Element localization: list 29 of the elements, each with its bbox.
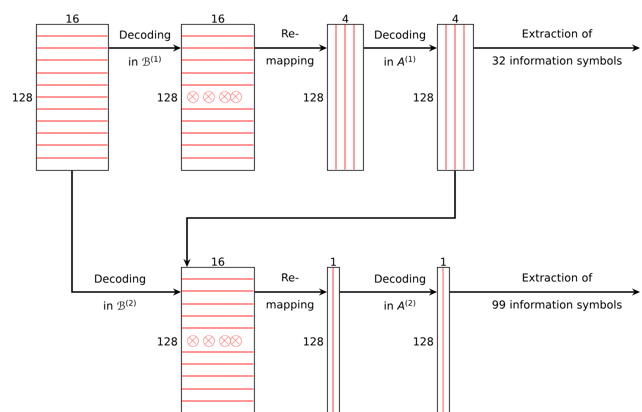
dimension-label: 128 <box>158 93 178 102</box>
dimension-label: 128 <box>414 337 434 346</box>
edge-label: Extraction of 32 information symbols <box>492 29 622 67</box>
matrix-box <box>36 24 109 171</box>
edge-label: Extraction of 99 information symbols <box>492 273 622 311</box>
dimension-label: 4 <box>452 14 458 23</box>
dimension-label: 128 <box>13 93 32 102</box>
edge-label: Decoding in ℬ$^{(1)}$ <box>120 30 170 66</box>
matrix-box <box>327 267 340 412</box>
edge-label: Decoding in ℬ$^{(2)}$ <box>95 274 145 310</box>
matrix-box <box>437 24 474 171</box>
edge-label: Decoding in A$^{(2)}$ <box>375 274 425 310</box>
dimension-label: 128 <box>414 93 434 102</box>
dimension-label: 128 <box>304 93 324 102</box>
dimension-label: 16 <box>66 14 79 23</box>
dimension-label: 4 <box>342 14 348 23</box>
matrix-box <box>327 24 364 171</box>
dimension-label: 1 <box>441 258 446 266</box>
dimension-label: 16 <box>212 258 224 266</box>
dimension-label: 1 <box>331 258 336 266</box>
edge-label: Re- mapping <box>266 273 314 311</box>
dimension-label: 16 <box>212 14 224 23</box>
matrix-box <box>437 267 450 412</box>
edge-label: Re- mapping <box>266 29 314 67</box>
matrix-box <box>181 267 255 412</box>
matrix-box <box>181 24 255 171</box>
dimension-label: 128 <box>158 337 178 346</box>
edge-label: Decoding in A$^{(1)}$ <box>375 30 425 66</box>
dimension-label: 128 <box>304 337 324 346</box>
